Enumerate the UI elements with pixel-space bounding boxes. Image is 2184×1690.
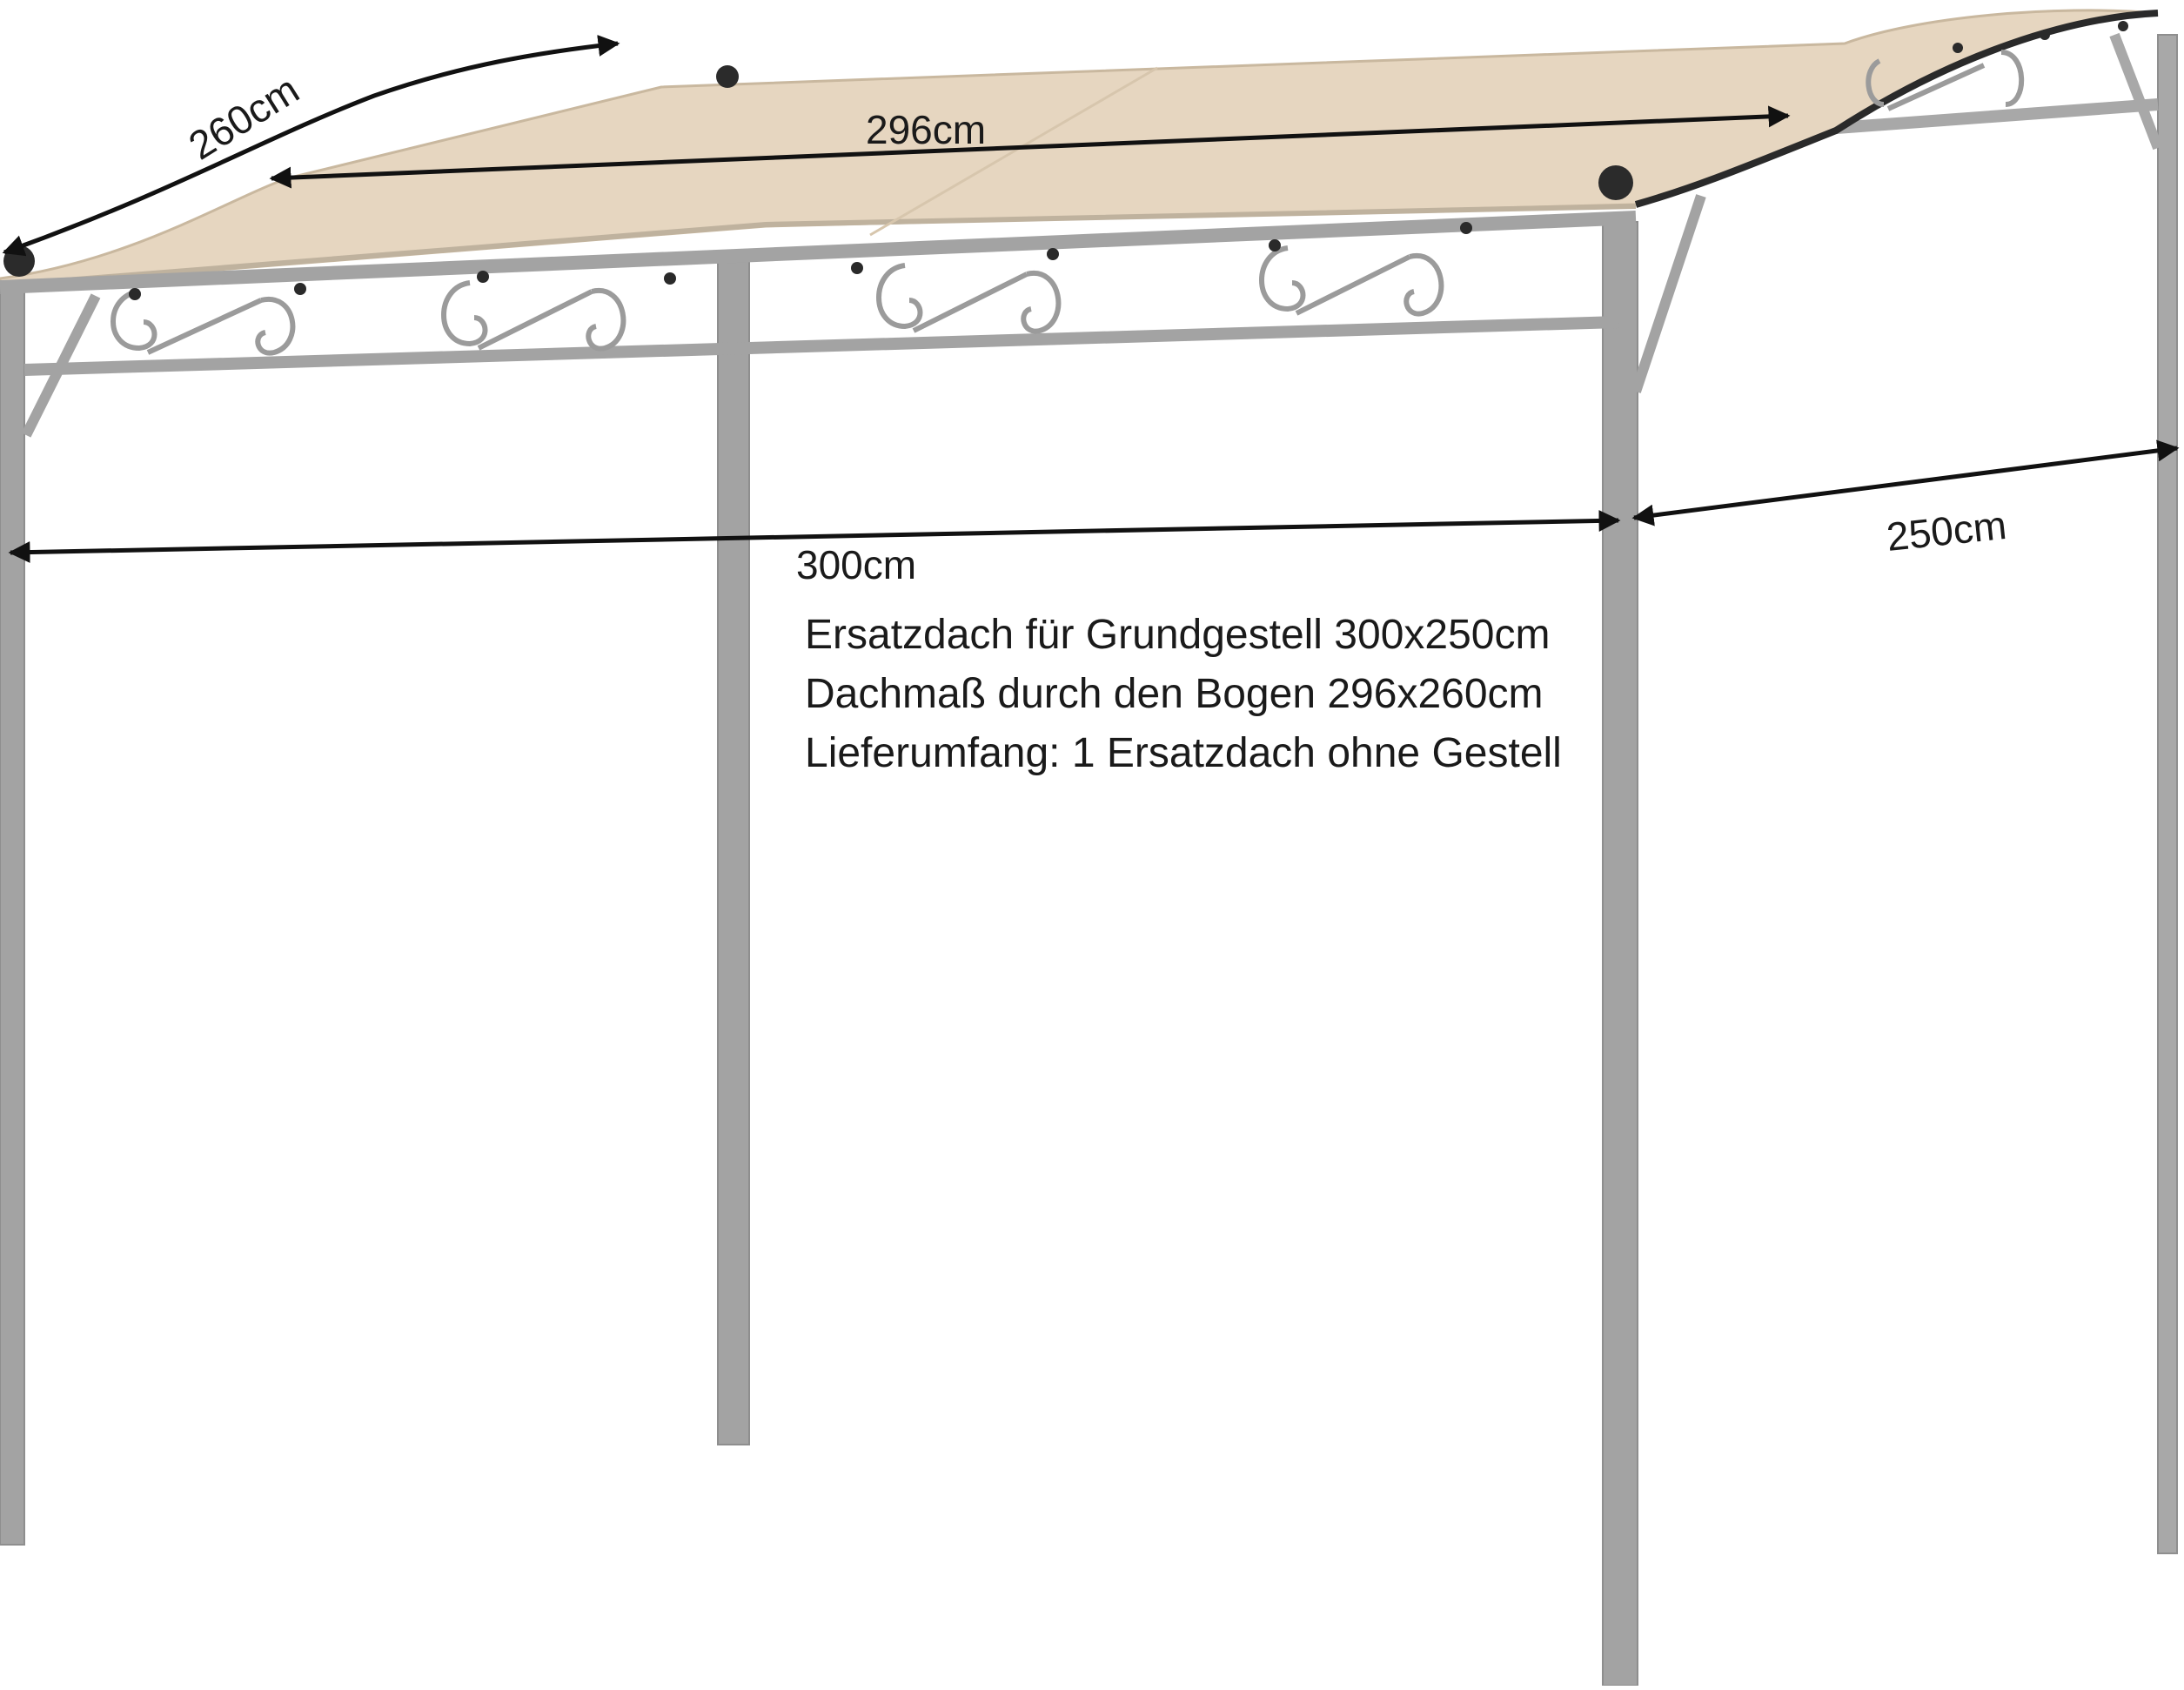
back-right-brace — [2109, 32, 2163, 151]
hook — [1047, 248, 1059, 260]
left-brace — [21, 293, 101, 438]
scroll-ornament — [876, 263, 1062, 334]
canopy-front-hem — [0, 204, 1637, 288]
front-left-post — [0, 282, 25, 1546]
hook — [1460, 222, 1472, 234]
scroll-ornament — [1259, 245, 1444, 317]
frame-depth-arrow — [1631, 439, 2180, 526]
right-brace — [1631, 194, 1706, 393]
frame-back — [1800, 32, 2178, 1554]
hook — [1953, 43, 1963, 53]
dimension-arrows — [2, 35, 2180, 564]
hook — [664, 272, 676, 285]
scroll-ornament — [441, 280, 626, 352]
hook — [294, 283, 306, 295]
canopy-hooks — [129, 21, 2128, 300]
scroll-ornament — [111, 289, 296, 356]
hook — [1269, 239, 1281, 251]
hook — [2118, 21, 2128, 31]
middle-post — [717, 260, 750, 1445]
finial-ball — [1598, 165, 1633, 200]
finial-ball — [716, 65, 739, 88]
scroll-ornament — [1866, 50, 2025, 111]
roof-depth-arrow — [2, 35, 620, 257]
scroll-ornaments — [111, 50, 2025, 356]
frame-width-arrow — [8, 509, 1621, 564]
front-lower-rail — [23, 316, 1619, 376]
frame-front — [0, 21, 2128, 1687]
spec-text-block: Ersatzdach für Grundgestell 300x250cm Da… — [805, 612, 1562, 776]
back-rail — [1800, 98, 2159, 137]
hook — [477, 271, 489, 283]
frame-depth-label: 250cm — [1885, 502, 2009, 560]
front-right-post — [1602, 221, 1638, 1687]
roof-width-label: 296cm — [866, 107, 986, 152]
hook — [851, 262, 863, 274]
front-top-rail — [0, 211, 1637, 294]
hook — [2040, 30, 2050, 40]
spec-line-roof: Dachmaß durch den Bogen 296x260cm — [805, 671, 1544, 717]
spec-line-frame: Ersatzdach für Grundgestell 300x250cm — [805, 612, 1550, 658]
hook — [129, 288, 141, 300]
back-right-post — [2157, 34, 2178, 1554]
roof-width-arrow — [269, 105, 1791, 189]
frame-width-label: 300cm — [796, 542, 916, 587]
spec-line-contents: Lieferumfang: 1 Ersatzdach ohne Gestell — [805, 730, 1562, 776]
